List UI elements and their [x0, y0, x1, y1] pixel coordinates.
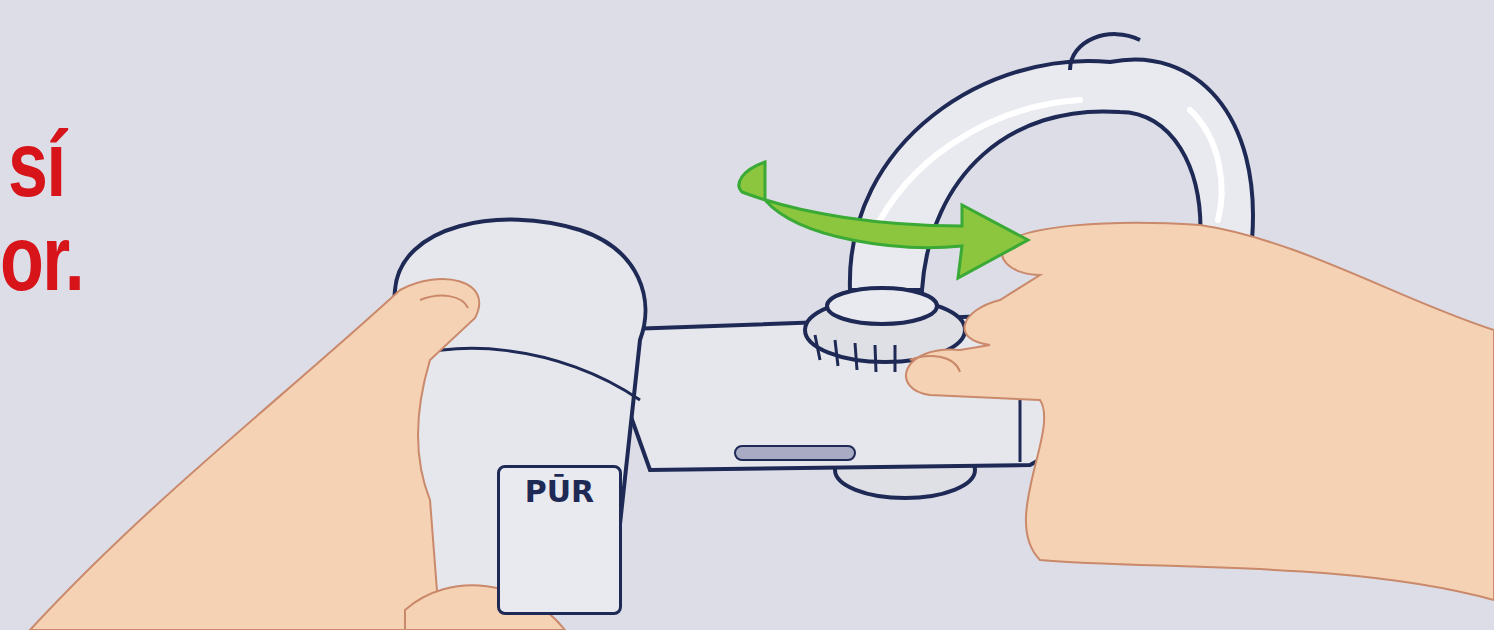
collar-ridges [815, 335, 895, 372]
right-hand [906, 223, 1494, 600]
rotation-arrow [739, 162, 1028, 278]
left-palm [30, 279, 479, 630]
logo-badge: PŪR [497, 465, 622, 615]
highlight [880, 100, 1080, 220]
thumbnail [910, 356, 960, 372]
left-hand [30, 279, 565, 630]
heading-fragment: sí [8, 118, 65, 210]
highlight [1190, 110, 1222, 220]
filter [384, 220, 1075, 617]
faucet-tip [1070, 34, 1140, 70]
heading-fragment: or. [0, 212, 83, 304]
indicator-slot [735, 446, 855, 460]
thumbnail [420, 296, 468, 308]
collar-top [827, 288, 937, 324]
brand-logo: PŪR [500, 474, 619, 509]
right-hand-shape [906, 223, 1494, 600]
